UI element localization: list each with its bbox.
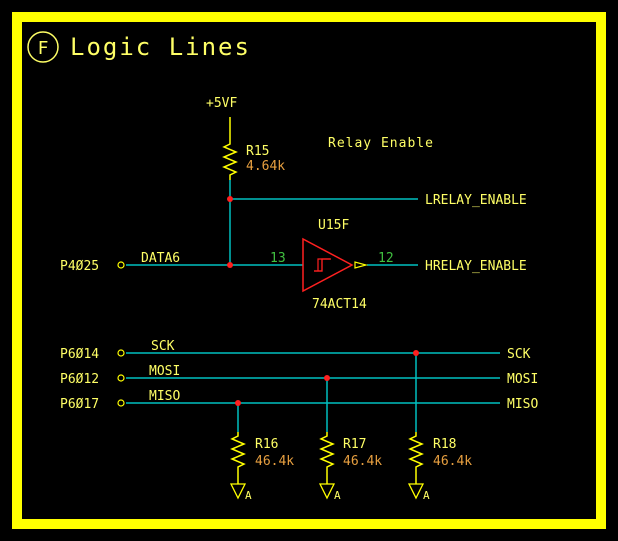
ground-symbol-r18: [407, 483, 425, 500]
ground-label-r16: A: [245, 489, 252, 502]
r16-ref: R16: [255, 437, 278, 452]
port-p6012: P6Ø12: [60, 372, 99, 387]
port-p6014-connector: [117, 349, 125, 357]
r18-ref: R18: [433, 437, 456, 452]
net-sck-left: SCK: [151, 339, 175, 354]
gate-pin-in: 13: [270, 251, 286, 266]
resistor-r15: [222, 140, 238, 180]
net-lrelay-enable: LRELAY_ENABLE: [425, 193, 527, 208]
gate-part: 74ACT14: [312, 297, 367, 312]
port-p4025-connector: [117, 261, 125, 269]
output-arrow: [354, 261, 369, 269]
port-p6017-connector: [117, 399, 125, 407]
resistor-r17: [319, 432, 335, 484]
junction-sck: [413, 350, 419, 356]
r18-value: 46.4k: [433, 454, 472, 469]
net-miso-right: MISO: [507, 397, 538, 412]
ground-label-r17: A: [334, 489, 341, 502]
ground-symbol-r16: [229, 483, 247, 500]
gate-ref: U15F: [318, 218, 349, 233]
r16-value: 46.4k: [255, 454, 294, 469]
ground-symbol-r17: [318, 483, 336, 500]
r17-ref: R17: [343, 437, 366, 452]
section-badge-letter: F: [38, 38, 49, 59]
net-mosi-right: MOSI: [507, 372, 538, 387]
gate-pin-out: 12: [378, 251, 394, 266]
net-hrelay-enable: HRELAY_ENABLE: [425, 259, 527, 274]
ground-label-r18: A: [423, 489, 430, 502]
net-data6: DATA6: [141, 251, 180, 266]
r15-value: 4.64k: [246, 159, 285, 174]
port-p6012-connector: [117, 374, 125, 382]
junction-lrelay: [227, 196, 233, 202]
port-p6017: P6Ø17: [60, 397, 99, 412]
port-p4025: P4Ø25: [60, 259, 99, 274]
page-title: Logic Lines: [70, 33, 251, 61]
net-sck-right: SCK: [507, 347, 531, 362]
junction-data6: [227, 262, 233, 268]
junction-mosi: [324, 375, 330, 381]
schmitt-inverter-u15f: [302, 237, 354, 293]
resistor-r16: [230, 432, 246, 484]
power-label: +5VF: [206, 96, 237, 111]
relay-enable-note: Relay Enable: [328, 136, 434, 151]
r15-ref: R15: [246, 144, 269, 159]
section-badge-circle: [27, 31, 59, 63]
schmitt-hysteresis: [314, 258, 331, 272]
net-mosi-left: MOSI: [149, 364, 180, 379]
net-miso-left: MISO: [149, 389, 180, 404]
resistor-r18: [408, 432, 424, 484]
r17-value: 46.4k: [343, 454, 382, 469]
junction-miso: [235, 400, 241, 406]
port-p6014: P6Ø14: [60, 347, 99, 362]
sheet-border: [12, 12, 606, 529]
